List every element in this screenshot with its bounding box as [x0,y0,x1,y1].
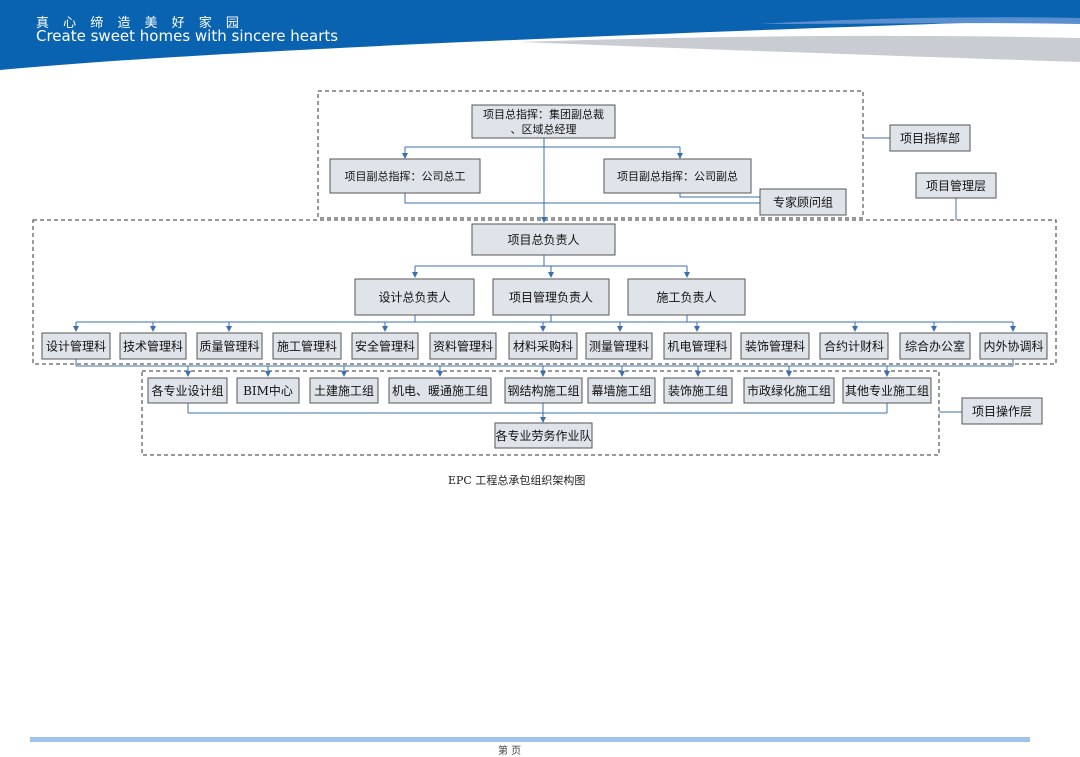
commander-box-label: 、区域总经理 [511,122,577,136]
deputy-left-box: 项目副总指挥：公司总工 [329,158,481,194]
department-box-7-label: 材料采购科 [513,338,573,353]
lead-box-1-label: 设计总负责人 [378,290,450,304]
work-group-box-8-label: 市政绿化施工组 [747,383,831,398]
department-box-12: 综合办公室 [899,332,971,360]
operation-layer-label: 项目操作层 [961,397,1043,425]
work-group-box-9: 其他专业施工组 [842,377,932,404]
work-group-box-2-label: BIM中心 [243,383,293,398]
work-group-box-5: 钢结构施工组 [504,377,583,404]
lead-box-1: 设计总负责人 [354,278,475,316]
work-group-box-5-label: 钢结构施工组 [507,383,579,398]
labor-team-box-label: 各专业劳务作业队 [495,428,591,443]
department-box-8-label: 测量管理科 [589,338,649,353]
diagram-caption: EPC 工程总承包组织架构图 [448,474,586,487]
department-box-1-label: 设计管理科 [46,338,106,353]
department-box-10: 装饰管理科 [740,332,810,360]
department-box-4: 施工管理科 [272,332,342,360]
commander-box-label: 项目总指挥：集团副总裁 [483,107,604,121]
deputy-right-box: 项目副总指挥：公司副总 [603,158,752,194]
expert-panel-box: 专家顾问组 [759,188,847,216]
command-layer-label-label: 项目指挥部 [900,130,960,145]
department-box-2: 技术管理科 [119,332,187,360]
header-banner [0,0,1080,72]
work-group-box-4-label: 机电、暖通施工组 [392,384,488,398]
department-box-12-label: 综合办公室 [905,338,965,353]
department-box-7: 材料采购科 [508,332,578,360]
work-group-box-2: BIM中心 [236,377,300,404]
department-box-11: 合约计财科 [819,332,889,360]
lead-box-3-label: 施工负责人 [656,290,716,304]
management-layer-label-label: 项目管理层 [926,178,986,193]
department-box-6-label: 资料管理科 [433,338,493,353]
department-box-1: 设计管理科 [41,332,111,360]
department-box-3-label: 质量管理科 [199,338,259,353]
project-manager-box-label: 项目总负责人 [507,233,579,247]
work-group-box-7-label: 装饰施工组 [668,384,728,398]
department-box-5-label: 安全管理科 [355,338,415,353]
commander-box: 项目总指挥：集团副总裁、区域总经理 [471,104,616,139]
footer-bar [30,737,1030,742]
lead-box-2: 项目管理负责人 [492,278,610,316]
labor-team-box: 各专业劳务作业队 [494,422,593,449]
lead-box-3: 施工负责人 [627,278,746,316]
work-group-box-1-label: 各专业设计组 [151,383,223,398]
expert-panel-box-label: 专家顾问组 [773,194,833,209]
department-box-9: 机电管理科 [663,332,732,360]
department-box-5: 安全管理科 [351,332,419,360]
work-group-box-6-label: 幕墙施工组 [591,384,651,398]
command-layer-label: 项目指挥部 [889,124,971,152]
department-box-8: 测量管理科 [585,332,653,360]
management-layer-label: 项目管理层 [915,172,997,199]
work-group-box-7: 装饰施工组 [663,377,733,404]
project-manager-box: 项目总负责人 [471,223,616,256]
slogan-english: Create sweet homes with sincere hearts [36,27,339,45]
department-box-4-label: 施工管理科 [277,338,337,353]
work-group-box-3: 土建施工组 [309,377,379,404]
deputy-right-box-label: 项目副总指挥：公司副总 [617,169,738,183]
work-group-box-9-label: 其他专业施工组 [845,383,929,398]
work-group-box-8: 市政绿化施工组 [743,377,835,404]
department-box-13-label: 内外协调科 [983,338,1043,353]
work-group-box-6: 幕墙施工组 [587,377,656,404]
work-group-box-1: 各专业设计组 [147,377,228,404]
department-box-9-label: 机电管理科 [667,338,727,353]
department-box-6: 资料管理科 [429,332,497,360]
department-box-13: 内外协调科 [979,332,1048,360]
department-box-2-label: 技术管理科 [123,338,183,353]
department-box-3: 质量管理科 [196,332,263,360]
slogan-chinese: 真 心 缔 造 美 好 家 园 [36,16,244,31]
work-group-box-4: 机电、暖通施工组 [388,377,492,404]
department-box-10-label: 装饰管理科 [745,338,805,353]
deputy-left-box-label: 项目副总指挥：公司总工 [345,169,466,183]
department-box-11-label: 合约计财科 [824,338,884,353]
page-number: 第 页 [498,746,522,757]
lead-box-2-label: 项目管理负责人 [509,289,593,304]
operation-layer-label-label: 项目操作层 [972,403,1032,418]
work-group-box-3-label: 土建施工组 [314,384,374,398]
